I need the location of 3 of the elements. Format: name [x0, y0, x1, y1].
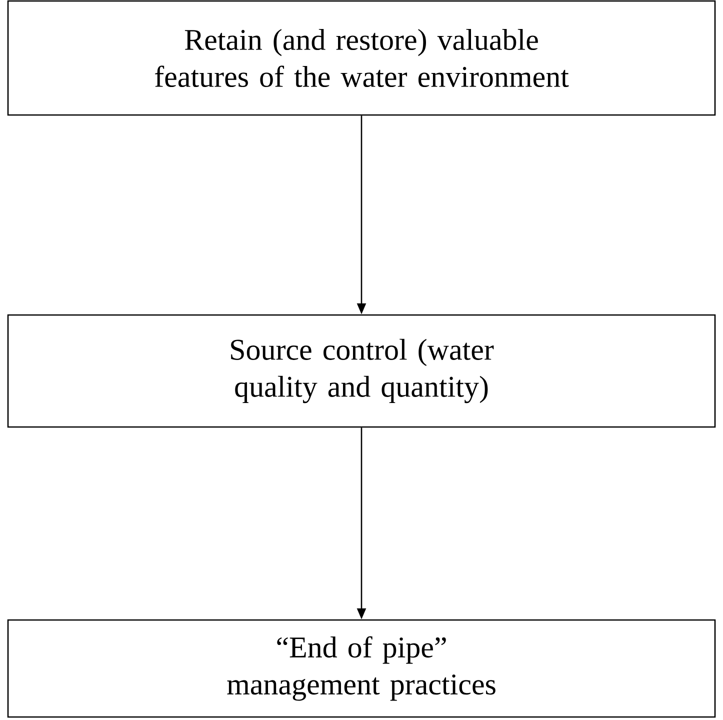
- process-box: Retain (and restore) valuable features of the water environment: [7, 0, 716, 116]
- process-box: Source control (water quality and quantity): [7, 314, 716, 428]
- process-box: “End of pipe” management practices: [7, 619, 716, 718]
